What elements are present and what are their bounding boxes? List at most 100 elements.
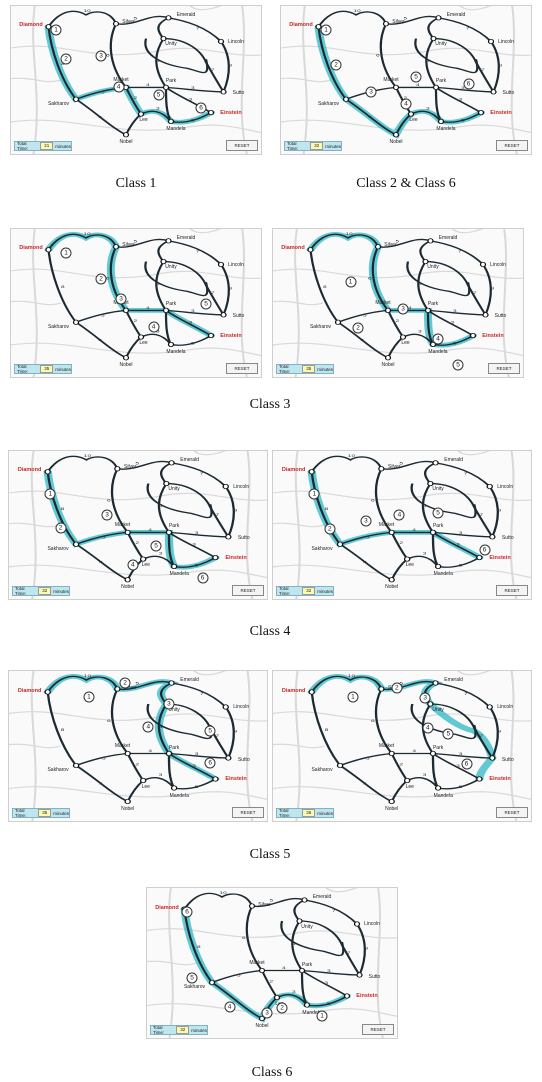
station-label-unity: Unity — [165, 41, 177, 48]
background-track — [510, 6, 518, 154]
station-node — [212, 554, 219, 561]
station-node — [374, 244, 382, 250]
station-label-nobel: Nobel — [255, 1023, 269, 1029]
edge-weight-label: 5 — [101, 90, 105, 94]
station-label-sutto: Sutto — [368, 973, 381, 980]
reset-button[interactable]: RESET — [496, 140, 528, 151]
reset-button[interactable]: RESET — [226, 140, 258, 151]
station-node — [388, 750, 395, 757]
edge-weight-label: 4 — [369, 116, 373, 120]
track-segment — [183, 892, 254, 910]
station-label-mandela: Mandela — [433, 570, 453, 577]
station-node — [44, 469, 51, 475]
station-node — [114, 466, 121, 472]
track-segment — [394, 110, 443, 135]
station-node — [258, 967, 266, 974]
edge-weight-label: 9 — [233, 730, 237, 734]
edge-weight-label: 2 — [270, 980, 274, 984]
edge-weight-label: 6 — [242, 936, 246, 940]
track-segment — [374, 688, 393, 754]
station-label-lincoln: Lincoln — [490, 261, 506, 268]
reset-button[interactable]: RESET — [496, 585, 528, 596]
edge-weight-label: 10 — [220, 891, 227, 895]
station-label-sakharov: Sakharov — [47, 323, 70, 330]
edge-weight-label: 7 — [479, 734, 483, 738]
station-label-diamond: Diamond — [289, 22, 313, 29]
station-node — [139, 777, 147, 784]
station-label-diamond: Diamond — [19, 22, 43, 29]
track-segment — [432, 753, 481, 780]
station-node — [165, 750, 173, 757]
background-track — [240, 229, 248, 377]
station-node — [356, 972, 363, 978]
track-segment — [219, 41, 230, 93]
route-step-marker: 3 — [101, 509, 113, 521]
edge-weight-label: 3 — [459, 752, 463, 756]
background-track — [273, 564, 531, 579]
route-step-marker: 5 — [153, 89, 164, 101]
background-track — [376, 888, 384, 1038]
station-label-mandela: Mandela — [433, 792, 453, 799]
edge-weight-label: 5 — [135, 462, 139, 466]
route-step-marker: 4 — [432, 333, 444, 345]
reset-button[interactable]: RESET — [362, 1024, 394, 1035]
edge-weight-label: 5 — [423, 504, 427, 508]
edge-weight-label: 7 — [200, 472, 204, 476]
station-label-sutto: Sutto — [501, 756, 514, 763]
edge-weight-label: 4 — [148, 528, 152, 532]
station-label-einstein: Einstein — [489, 776, 511, 782]
station-node — [489, 755, 496, 761]
station-node — [72, 319, 80, 325]
station-label-sakharov: Sakharov — [183, 984, 206, 990]
track-segment — [224, 486, 235, 538]
track-segment — [390, 532, 409, 560]
track-segment — [109, 23, 128, 88]
station-label-sakharov: Sakharov — [317, 100, 340, 107]
edge-weight-label: 5 — [159, 725, 163, 729]
minutes-label: minutes — [325, 143, 341, 149]
station-label-sutto: Sutto — [237, 535, 250, 542]
reset-button[interactable]: RESET — [226, 363, 258, 374]
background-track — [147, 960, 198, 966]
route-step-marker: 1 — [320, 24, 332, 36]
total-time-label: Total Time: — [279, 808, 291, 818]
station-node — [403, 556, 411, 562]
background-track — [273, 743, 326, 749]
reset-button[interactable]: RESET — [496, 807, 528, 818]
edge-weight-label: 7 — [458, 250, 462, 254]
reset-button[interactable]: RESET — [232, 585, 264, 596]
background-track — [189, 6, 222, 11]
edge-weight-label: 8 — [61, 62, 65, 66]
edge-weight-label: 6 — [106, 276, 110, 280]
station-node — [222, 483, 229, 490]
total-time-value: 36 — [302, 809, 316, 817]
station-label-park: Park — [435, 78, 447, 85]
edge-weight-label: 10 — [354, 9, 361, 13]
edge-weight-label: 3 — [453, 309, 457, 313]
track-segment — [374, 468, 393, 533]
track-segment — [47, 26, 78, 100]
edge-weight-label: 3 — [159, 552, 163, 556]
route-step-marker: 5 — [204, 725, 216, 737]
station-node — [220, 312, 227, 318]
station-node — [430, 35, 437, 42]
station-label-einstein: Einstein — [490, 109, 512, 116]
edge-weight-label: 5 — [404, 16, 408, 20]
reset-button[interactable]: RESET — [488, 363, 520, 374]
background-track — [246, 451, 254, 599]
station-label-sakharov: Sakharov — [47, 100, 70, 107]
reset-button[interactable]: RESET — [232, 807, 264, 818]
station-node — [392, 132, 400, 138]
route-step-marker: 6 — [195, 102, 207, 114]
station-node — [384, 355, 392, 361]
station-node — [378, 686, 385, 692]
route-step-marker: 5 — [150, 540, 162, 552]
edge-weight-label: 7 — [211, 291, 215, 295]
station-label-silver: Silver — [123, 464, 137, 471]
station-node — [388, 577, 395, 583]
track-segment — [168, 752, 229, 759]
station-node — [112, 21, 120, 27]
